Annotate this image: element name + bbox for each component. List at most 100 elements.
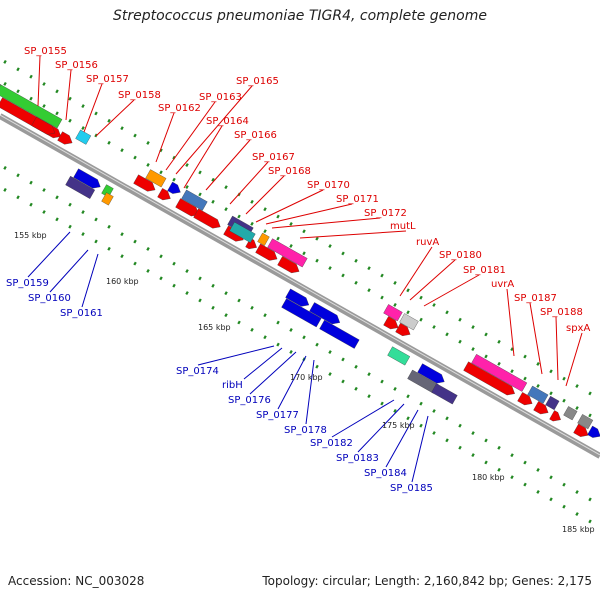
gene-label-sp_0167: SP_0167 bbox=[252, 152, 295, 163]
gene-label-uvra: uvrA bbox=[491, 279, 514, 290]
gc-dot bbox=[172, 283, 176, 288]
gc-dot bbox=[250, 305, 254, 310]
gc-dot bbox=[328, 350, 332, 355]
gene-feature bbox=[533, 401, 549, 415]
gene-feature bbox=[563, 406, 578, 421]
gene-feature bbox=[395, 322, 411, 336]
gc-dot bbox=[16, 195, 20, 200]
gene-label-sp_0183: SP_0183 bbox=[336, 453, 379, 464]
gene-feature bbox=[587, 425, 600, 438]
genome-summary-text: Topology: circular; Length: 2,160,842 bp… bbox=[262, 574, 592, 588]
gc-dot bbox=[146, 163, 150, 167]
scale-tick-label: 160 kbp bbox=[106, 277, 139, 286]
gc-dot bbox=[263, 207, 267, 212]
gene-label-spxa: spxA bbox=[566, 323, 590, 334]
gc-dot bbox=[380, 295, 384, 300]
leader-line bbox=[183, 125, 223, 189]
leader-line bbox=[331, 399, 395, 438]
gc-dot bbox=[146, 141, 150, 145]
gc-dot bbox=[380, 401, 384, 406]
gc-dot bbox=[237, 320, 241, 325]
leader-line bbox=[255, 189, 324, 223]
gc-dot bbox=[497, 339, 501, 344]
gc-dot bbox=[289, 350, 293, 354]
gc-dot bbox=[562, 398, 566, 403]
scale-tick-label: 175 kbp bbox=[382, 421, 415, 430]
gc-dot bbox=[575, 384, 579, 388]
gc-dot bbox=[55, 89, 59, 94]
gc-dot bbox=[367, 394, 371, 399]
gc-dot bbox=[575, 406, 579, 410]
gc-dot bbox=[302, 251, 306, 256]
gene-label-sp_0177: SP_0177 bbox=[256, 410, 299, 421]
gc-dot bbox=[263, 313, 267, 318]
gc-dot bbox=[341, 379, 345, 384]
genome-backbone bbox=[0, 113, 600, 459]
scale-tick-label: 180 kbp bbox=[472, 473, 505, 482]
gc-dot bbox=[471, 325, 475, 330]
gc-dot bbox=[406, 416, 410, 421]
gene-feature bbox=[255, 243, 278, 261]
gene-label-sp_0160: SP_0160 bbox=[28, 293, 71, 304]
gc-dot bbox=[172, 261, 176, 266]
gene-feature bbox=[471, 354, 528, 392]
gc-dot bbox=[380, 273, 384, 278]
gc-dot bbox=[224, 185, 228, 190]
gc-dot bbox=[185, 163, 189, 167]
gc-dot bbox=[94, 217, 98, 222]
label-leader-lines bbox=[27, 55, 583, 483]
gc-dot bbox=[523, 376, 527, 381]
gc-dot bbox=[458, 317, 462, 322]
gc-dot bbox=[510, 475, 514, 480]
leader-line bbox=[409, 259, 456, 301]
gene-label-sp_0155: SP_0155 bbox=[24, 46, 67, 57]
gc-dot bbox=[42, 210, 46, 214]
gc-dot bbox=[237, 298, 241, 303]
scale-tick-label: 170 kbp bbox=[290, 373, 323, 382]
gene-feature bbox=[31, 116, 56, 135]
gc-dot bbox=[276, 342, 280, 347]
leader-line bbox=[299, 230, 407, 239]
gc-dot bbox=[588, 519, 592, 524]
gene-feature bbox=[75, 129, 92, 145]
gc-dot bbox=[471, 453, 475, 458]
gene-feature bbox=[73, 168, 101, 189]
leader-line bbox=[229, 161, 269, 205]
leader-line bbox=[357, 403, 405, 453]
gc-dot bbox=[458, 445, 462, 450]
gc-dot bbox=[133, 133, 137, 138]
gc-dot bbox=[302, 229, 306, 234]
gene-label-sp_0176: SP_0176 bbox=[228, 395, 271, 406]
gc-dot bbox=[328, 244, 332, 249]
gc-dot bbox=[81, 104, 85, 109]
gene-label-sp_0180: SP_0180 bbox=[439, 250, 482, 261]
gc-dot bbox=[523, 354, 527, 359]
gc-dot bbox=[159, 254, 163, 259]
gc-dot bbox=[341, 251, 345, 256]
gene-label-sp_0163: SP_0163 bbox=[199, 92, 242, 103]
gene-feature bbox=[285, 288, 310, 307]
gene-label-sp_0164: SP_0164 bbox=[206, 116, 249, 127]
gc-dot bbox=[484, 460, 488, 465]
gc-dot bbox=[367, 288, 371, 293]
gc-dot bbox=[42, 82, 46, 86]
gene-feature bbox=[0, 79, 63, 129]
gc-dot bbox=[562, 376, 566, 381]
gene-label-sp_0185: SP_0185 bbox=[390, 483, 433, 494]
gc-dot bbox=[549, 497, 553, 502]
gene-labels: SP_0155SP_0156SP_0157SP_0158SP_0162SP_01… bbox=[6, 46, 590, 494]
gc-dot bbox=[315, 342, 319, 347]
gc-dot bbox=[224, 313, 228, 318]
gc-dot bbox=[432, 303, 436, 307]
accession-text: Accession: NC_003028 bbox=[8, 574, 145, 588]
gc-dot bbox=[484, 354, 488, 359]
gene-feature bbox=[145, 169, 167, 188]
gene-feature bbox=[157, 188, 171, 201]
gc-dot bbox=[68, 96, 72, 101]
gc-dot bbox=[120, 126, 124, 131]
leader-line bbox=[249, 351, 297, 395]
gc-dot bbox=[185, 291, 189, 295]
gc-dot bbox=[341, 273, 345, 278]
gene-label-sp_0181: SP_0181 bbox=[463, 265, 506, 276]
